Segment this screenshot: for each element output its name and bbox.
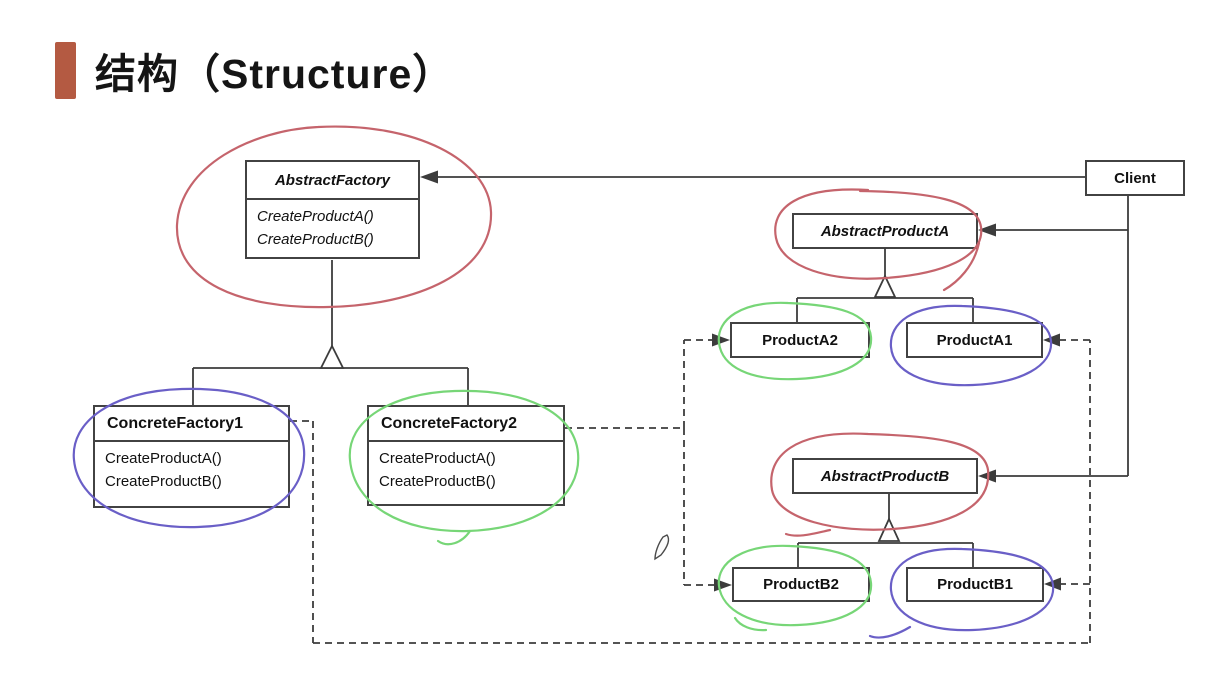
class-methods: CreateProductA() CreateProductB() (95, 440, 288, 493)
arrowhead-into-abstract-product-a (978, 223, 996, 237)
red-circle-abstract-product-b-tail (784, 528, 832, 537)
arrowhead-into-abstract-factory (420, 170, 438, 184)
product-a-inheritance-rail (796, 297, 974, 322)
triangle-abstract-product-a (873, 273, 897, 298)
class-name: ProductA2 (762, 331, 838, 349)
class-box-abstract-factory: AbstractFactory CreateProductA() CreateP… (245, 160, 420, 259)
class-box-product-a1: ProductA1 (906, 322, 1043, 358)
class-box-abstract-product-b: AbstractProductB (792, 458, 978, 494)
arrowhead-into-product-a1 (1043, 333, 1060, 347)
method-label: CreateProductB() (105, 473, 222, 490)
product-b-inheritance-rail (797, 542, 974, 567)
class-name: AbstractFactory (274, 171, 391, 189)
method-label: CreateProductA() (105, 450, 222, 467)
triangle-abstract-product-b (877, 516, 901, 542)
class-name: Client (1114, 169, 1156, 187)
method-label: CreateProductB() (379, 473, 496, 490)
green-circle-product-b2-tail (733, 616, 768, 632)
arrowhead-into-product-b2 (714, 578, 732, 592)
arrowhead-into-product-b1 (1044, 577, 1061, 591)
class-name: ProductB1 (937, 576, 1013, 593)
class-name: AbstractProductA (820, 222, 950, 240)
arrowhead-into-product-a2 (712, 333, 730, 347)
title-accent-bar (55, 42, 76, 99)
class-box-concrete-factory2: ConcreteFactory2 CreateProductA() Create… (367, 405, 565, 506)
triangle-abstract-factory (319, 343, 345, 369)
class-methods: CreateProductA() CreateProductB() (369, 440, 563, 493)
green-circle-concrete-factory2-tail (436, 529, 472, 546)
class-name: ConcreteFactory1 (107, 414, 244, 432)
class-box-client: Client (1085, 160, 1185, 196)
class-box-product-b2: ProductB2 (732, 567, 870, 602)
method-label: CreateProductA() (257, 208, 374, 225)
method-label: CreateProductB() (257, 231, 374, 248)
pen-cursor-icon (654, 534, 670, 561)
method-label: CreateProductA() (379, 450, 496, 467)
blue-circle-product-b1-tail (868, 625, 912, 639)
page-title: 结构（Structure） (95, 51, 455, 97)
factory-inheritance-rail (192, 367, 469, 405)
class-box-concrete-factory1: ConcreteFactory1 CreateProductA() Create… (93, 405, 290, 508)
class-name: AbstractProductB (820, 467, 950, 485)
class-name: ConcreteFactory2 (381, 414, 518, 432)
class-box-abstract-product-a: AbstractProductA (792, 213, 978, 249)
red-circle-abstract-product-a-tail (942, 241, 981, 292)
class-box-product-b1: ProductB1 (906, 567, 1044, 602)
class-name: ProductB2 (763, 576, 839, 593)
class-name: ProductA1 (936, 331, 1013, 349)
arrowhead-into-abstract-product-b (978, 469, 996, 483)
class-box-product-a2: ProductA2 (730, 322, 870, 358)
class-methods: CreateProductA() CreateProductB() (247, 198, 418, 251)
factory2-dashed-path (565, 339, 716, 586)
